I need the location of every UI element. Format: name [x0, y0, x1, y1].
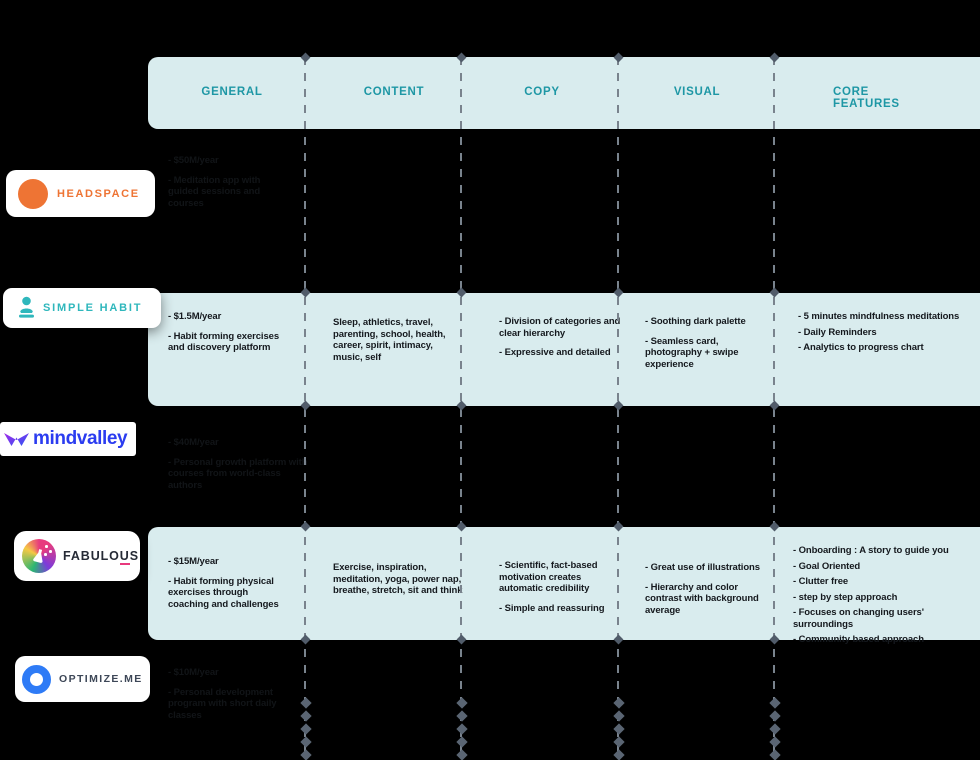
- divider-diamond-marker: [456, 710, 468, 722]
- divider-diamond-marker: [300, 723, 312, 735]
- divider-diamond-marker: [456, 749, 468, 760]
- simplehabit-logo-label: SIMPLE HABIT: [43, 302, 143, 314]
- divider-diamond-marker: [769, 749, 781, 760]
- logo-card-simplehabit: SIMPLE HABIT: [3, 288, 161, 328]
- simplehabit-logo-icon: [19, 296, 34, 318]
- divider-diamond-marker: [300, 749, 312, 760]
- divider-diamond-marker: [456, 697, 468, 709]
- mindvalley-logo-label: mindvalley: [33, 428, 128, 449]
- divider-diamond-marker: [769, 697, 781, 709]
- divider-diamond-marker: [456, 736, 468, 748]
- cell-fabulous-visual: - Great use of illustrations - Hierarchy…: [645, 562, 760, 616]
- divider-diamond-marker: [456, 723, 468, 735]
- fabulous-logo-label: FABULOUS: [63, 549, 139, 565]
- mindvalley-logo-icon: [4, 432, 29, 446]
- table-header-band: [148, 57, 980, 129]
- divider-diamond-marker: [769, 710, 781, 722]
- optimizeme-logo-icon: [22, 664, 51, 694]
- divider-diamond-marker: [769, 736, 781, 748]
- fabulous-logo-icon: [22, 539, 56, 573]
- optimizeme-logo-label: OPTIMIZE.ME: [59, 673, 143, 685]
- cell-simplehabit-copy: - Division of categories and clear hiera…: [499, 316, 621, 358]
- divider-diamond-marker: [613, 736, 625, 748]
- headspace-logo-icon: [18, 178, 48, 209]
- divider-diamond-marker: [613, 710, 625, 722]
- cell-fabulous-core: - Onboarding : A story to guide you - Go…: [793, 545, 949, 645]
- column-header-content: CONTENT: [363, 86, 425, 98]
- headspace-logo-label: HEADSPACE: [57, 187, 140, 200]
- column-header-copy: COPY: [524, 86, 560, 98]
- cell-simplehabit-core: - 5 minutes mindfulness meditations - Da…: [798, 311, 960, 353]
- logo-card-optimizeme: OPTIMIZE.ME: [15, 656, 150, 702]
- cell-fabulous-general: - $15M/year - Habit forming physical exe…: [168, 556, 279, 610]
- cell-mindvalley-general: - $40M/year - Personal growth platform w…: [168, 437, 308, 491]
- divider-diamond-marker: [613, 697, 625, 709]
- column-header-general: GENERAL: [201, 86, 263, 98]
- logo-card-fabulous: FABULOUS: [14, 531, 140, 581]
- divider-diamond-marker: [769, 723, 781, 735]
- row-band-simplehabit: [148, 293, 980, 406]
- cell-simplehabit-visual: - Soothing dark palette - Seamless card,…: [645, 316, 746, 370]
- cell-simplehabit-content: Sleep, athletics, travel, parenting, sch…: [333, 317, 446, 363]
- cell-optimizeme-general: - $10M/year - Personal development progr…: [168, 667, 277, 721]
- divider-diamond-marker: [613, 723, 625, 735]
- cell-fabulous-content: Exercise, inspiration, meditation, yoga,…: [333, 562, 463, 596]
- divider-diamond-marker: [300, 736, 312, 748]
- row-band-fabulous: [148, 527, 980, 640]
- cell-simplehabit-general: - $1.5M/year - Habit forming exercises a…: [168, 311, 280, 353]
- cell-fabulous-copy: - Scientific, fact-based motivation crea…: [499, 560, 605, 614]
- cell-headspace-general: - $50M/year - Meditation app with guided…: [168, 155, 261, 209]
- divider-diamond-marker: [613, 749, 625, 760]
- logo-card-headspace: HEADSPACE: [6, 170, 155, 217]
- column-header-visual: VISUAL: [673, 86, 721, 98]
- column-header-core-features: CORE FEATURES: [833, 86, 900, 110]
- logo-card-mindvalley: mindvalley: [0, 422, 136, 456]
